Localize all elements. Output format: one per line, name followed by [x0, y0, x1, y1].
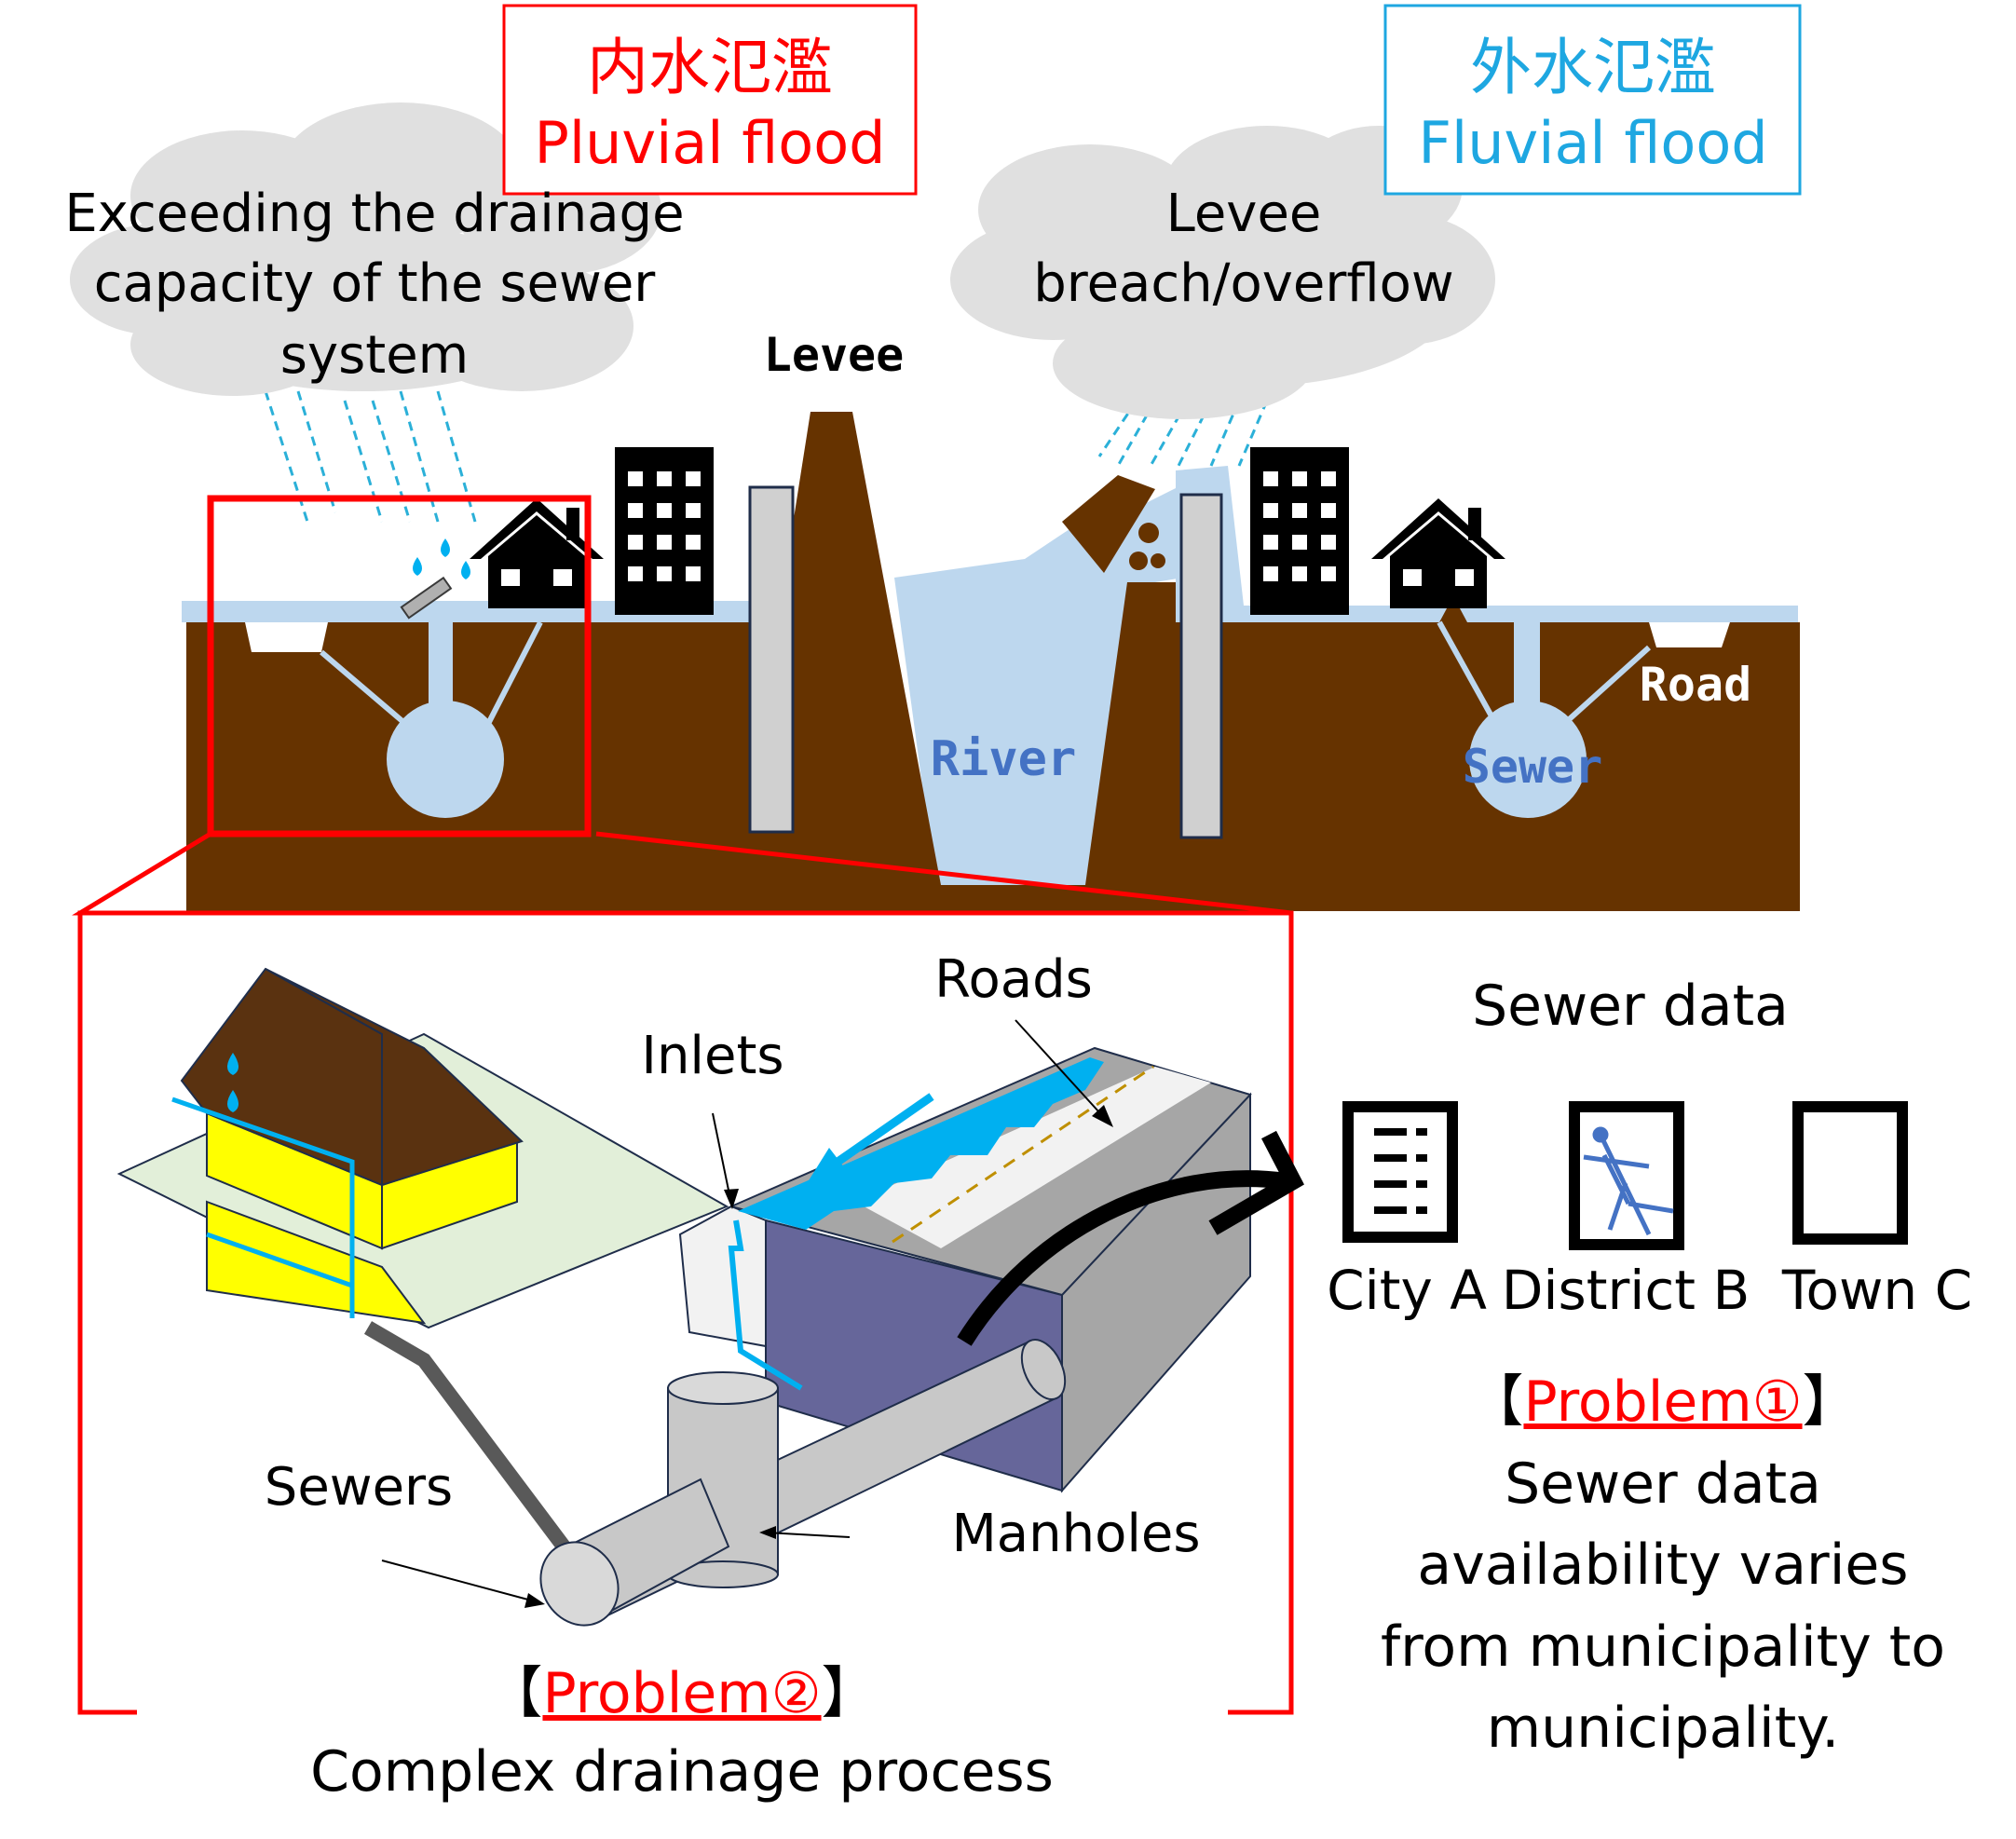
inlet-flow	[728, 1219, 803, 1391]
house-icon	[1371, 498, 1505, 608]
manhole-cover	[667, 1371, 779, 1405]
breach-soil	[1062, 475, 1155, 573]
roads-leader-head	[1092, 1105, 1113, 1127]
detail-house	[171, 967, 524, 1325]
water-drop-icon	[461, 561, 470, 579]
inlet-box	[678, 1205, 767, 1348]
breach-clod-1	[1138, 523, 1159, 543]
municipality-town-c: Town C	[1781, 1259, 1972, 1322]
water-drop-icon	[441, 538, 450, 557]
house-icon	[470, 498, 604, 608]
surface-water-left	[182, 601, 755, 622]
sewer-data-title: Sewer data	[1472, 974, 1789, 1039]
sewers-leader	[381, 1560, 539, 1603]
inlets-leader	[712, 1112, 732, 1205]
problem1-heading: 【Problem①】	[1467, 1369, 1858, 1435]
surface-water-right	[1176, 466, 1798, 622]
breach-clod-2	[1129, 552, 1148, 570]
sewers-leader-head	[524, 1593, 545, 1608]
building-icon	[615, 447, 714, 615]
building-icon	[1250, 447, 1349, 615]
road-centerline	[892, 1065, 1154, 1244]
problem2-text: Complex drainage process	[310, 1739, 1054, 1805]
zoom-detail-frame	[77, 910, 1294, 1715]
pluvial-title-en: Pluvial flood	[534, 109, 885, 177]
cloud-right	[950, 126, 1495, 419]
breach-clod-3	[1151, 553, 1165, 568]
rain-left	[264, 390, 477, 523]
inlets-leader-head	[724, 1189, 739, 1209]
problem1-line-1: Sewer data	[1505, 1451, 1821, 1517]
inlets-label: Inlets	[641, 1026, 783, 1086]
detail-illustration	[116, 967, 1304, 1627]
sewer-right	[1437, 615, 1652, 818]
levee-label: Levee	[764, 328, 905, 382]
road-lane	[855, 1067, 1211, 1248]
flow-arrow-head	[806, 1148, 851, 1185]
water-drop-icon	[227, 1090, 238, 1112]
cloud-right-line-2: breach/overflow	[1033, 253, 1453, 314]
municipality-city-a: City A	[1327, 1259, 1487, 1322]
sewers-label: Sewers	[265, 1457, 453, 1518]
sewer-left	[320, 576, 543, 818]
municipality-district-b: District B	[1502, 1259, 1750, 1322]
cloud-left-line-2: capacity of the sewer	[94, 253, 657, 314]
problem2-heading: 【Problem②】	[486, 1661, 877, 1726]
manholes-label: Manholes	[951, 1504, 1200, 1564]
problem1-line-3: from municipality to	[1381, 1614, 1945, 1680]
rain-right	[1097, 400, 1269, 467]
problem1-line-2: availability varies	[1417, 1532, 1908, 1598]
document-icon	[1342, 1101, 1458, 1243]
roads-leader	[1015, 1019, 1110, 1124]
river-label: River	[931, 731, 1077, 787]
road-label: Road	[1640, 658, 1751, 712]
data-flow-arrow	[957, 1170, 1287, 1346]
river-water	[894, 484, 1183, 890]
fluvial-box	[1383, 4, 1802, 196]
fluvial-title-en: Fluvial flood	[1418, 109, 1767, 177]
cloud-right-line-1: Levee	[1166, 184, 1322, 244]
main-sewer-pipe-end	[1020, 1339, 1067, 1400]
cloud-left-line-3: system	[280, 325, 469, 386]
map-icon	[1569, 1101, 1684, 1250]
blank-data-icon	[1792, 1101, 1908, 1245]
street-water-flow	[738, 1057, 1104, 1230]
fluvial-title-jp: 外水氾濫	[1470, 32, 1716, 103]
problem1-line-4: municipality.	[1487, 1696, 1840, 1761]
manholes-leader	[765, 1532, 851, 1538]
water-drop-icon	[227, 1053, 238, 1075]
roads-label: Roads	[934, 949, 1093, 1010]
zoom-source-frame	[207, 495, 592, 838]
pluvial-box	[502, 4, 918, 196]
house-drain-pipe	[363, 1321, 570, 1551]
manholes-leader-head	[759, 1526, 776, 1539]
water-drop-icon	[413, 557, 422, 576]
pluvial-title-jp: 内水氾濫	[587, 32, 833, 103]
levee-wall-left	[748, 485, 795, 834]
sewer-label: Sewer	[1463, 740, 1603, 794]
flow-arrow	[831, 1093, 934, 1168]
data-flow-arrow-head	[1208, 1130, 1304, 1235]
levee-wall-right	[1179, 493, 1223, 839]
side-sewer-pipe-end	[539, 1541, 620, 1627]
cloud-left-line-1: Exceeding the drainage	[64, 184, 684, 244]
